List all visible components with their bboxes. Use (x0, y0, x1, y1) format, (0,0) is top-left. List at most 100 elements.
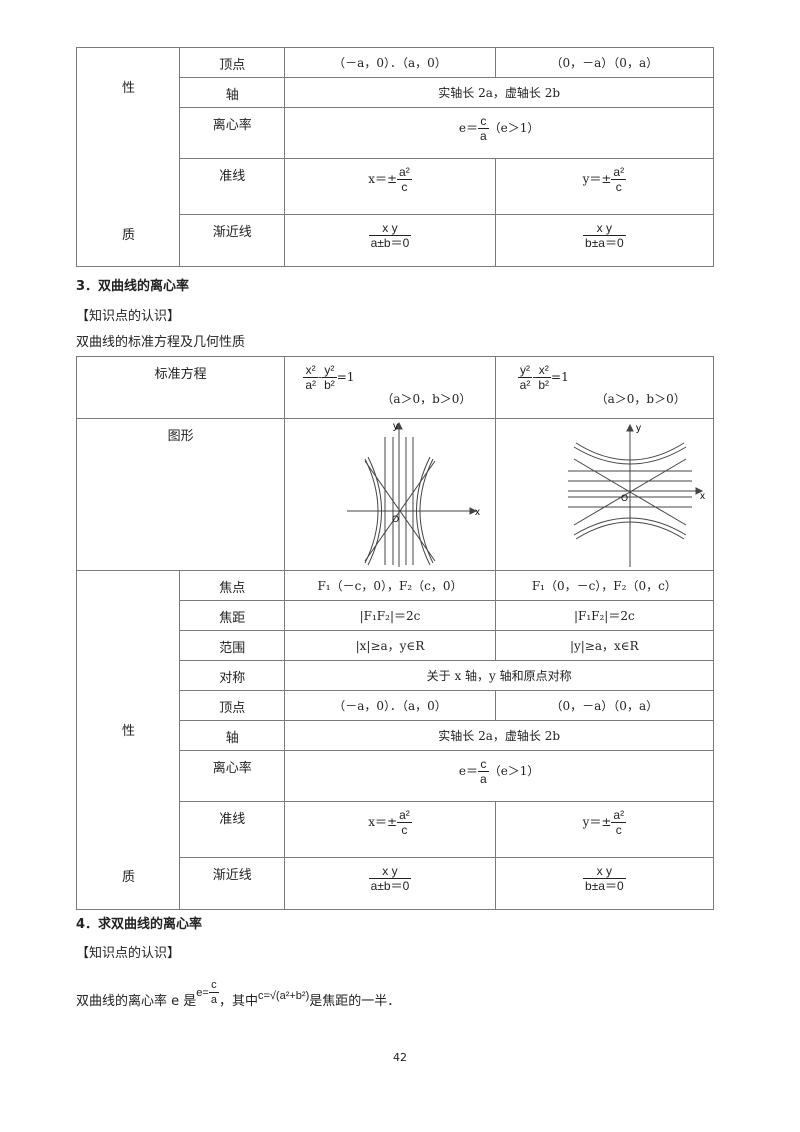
eccentricity-suffix: （e＞1） (488, 121, 540, 135)
row-label-eccentricity: 离心率 (179, 107, 286, 159)
properties-table-continued: 性 质 顶点 （－a，0）．（a，0） （0，－a）（0，a） 轴 实轴长 2a… (75, 47, 715, 267)
row-label-axis: 轴 (179, 720, 286, 751)
section-3-intro: 双曲线的标准方程及几何性质 (76, 335, 246, 350)
frac-den: c (615, 823, 622, 837)
definition-text-2: ，其中 (218, 994, 258, 1009)
origin-label: O (621, 493, 628, 503)
row-label-focal-distance: 焦距 (179, 600, 286, 631)
origin-label: O (392, 514, 399, 524)
horizontal-hyperbola-graph: x y O (347, 421, 480, 567)
symmetry-text: 关于 x 轴，y 轴和原点对称 (284, 660, 714, 691)
range-y: |y|≥a，x∈R (494, 630, 715, 661)
frac-den: b² (324, 378, 335, 392)
axis-length: 实轴长 2a，虚轴长 2b (284, 720, 714, 751)
eccentricity-suffix: （e＞1） (488, 764, 540, 778)
frac-den: a (210, 994, 217, 1006)
frac-num: x y (368, 864, 412, 879)
vertex-x-axis: （－a，0）．（a，0） (284, 690, 496, 721)
eccentricity-prefix: e＝ (458, 121, 478, 135)
directrix-prefix: y＝± (582, 172, 612, 186)
focus-x-axis: F₁（－c，0），F₂（c，0） (284, 570, 496, 601)
group-label-top: 性 (122, 724, 136, 739)
page-number: 42 (393, 1051, 407, 1064)
vertex-y-axis: （0，－a）（0，a） (494, 47, 715, 78)
row-label-vertex: 顶点 (179, 47, 286, 78)
condition-text: （a＞0，b＞0） (595, 392, 686, 406)
row-label-directrix: 准线 (179, 158, 286, 215)
frac-den: c (401, 180, 408, 194)
c-formula: c=√(a²+b²) (257, 989, 310, 1002)
directrix-prefix: x＝± (368, 172, 398, 186)
focal-distance-y: |F₁F₂|＝2c (494, 600, 715, 631)
row-label-symmetry: 对称 (179, 660, 286, 691)
row-label-figure: 图形 (75, 418, 286, 571)
frac-den: a (479, 129, 487, 143)
row-label-asymptote: 渐近线 (179, 857, 286, 910)
condition-text: （a＞0，b＞0） (381, 392, 472, 406)
frac-num: c (477, 114, 489, 129)
eq-end: =1 (551, 370, 569, 384)
group-label-top: 性 (122, 81, 136, 96)
section-4-title: 4．求双曲线的离心率 (76, 917, 203, 932)
group-label-bottom: 质 (122, 228, 136, 243)
frac-den: c (401, 823, 408, 837)
frac-den: b±a＝0 (585, 236, 624, 250)
row-label-standard-equation: 标准方程 (75, 356, 286, 419)
definition-text-3: 是焦距的一半． (309, 994, 401, 1009)
row-label-directrix: 准线 (179, 801, 286, 858)
section-3-subtitle: 【知识点的认识】 (76, 309, 181, 324)
frac-num: y² (517, 363, 533, 378)
eq-end: =1 (336, 370, 355, 384)
property-group-cell: 性 质 (75, 47, 181, 267)
eccentricity-prefix: e＝ (458, 764, 478, 778)
frac-den: b² (538, 378, 550, 392)
frac-den: a±b＝0 (370, 879, 410, 893)
section-3-title: 3．双曲线的离心率 (76, 279, 190, 294)
frac-den: a±b＝0 (370, 236, 410, 250)
directrix-prefix: y＝± (582, 815, 612, 829)
frac-den: b±a＝0 (585, 879, 624, 893)
axis-y-label: y (393, 421, 398, 432)
row-label-axis: 轴 (179, 77, 286, 108)
range-x: |x|≥a，y∈R (284, 630, 496, 661)
focus-y-axis: F₁（0，－c），F₂（0，c） (494, 570, 715, 601)
frac-den: a² (305, 378, 316, 392)
axis-y-label: y (636, 423, 641, 434)
frac-num: a² (611, 165, 627, 180)
section-4-subtitle: 【知识点的认识】 (76, 946, 181, 961)
frac-num: x y (368, 221, 412, 236)
figure-vertical-hyperbola: x y O (494, 418, 715, 571)
frac-num: a² (397, 165, 412, 180)
frac-num: x² (536, 363, 552, 378)
frac-num: a² (397, 808, 412, 823)
vertex-y-axis: （0，－a）（0，a） (494, 690, 715, 721)
frac-den: a (480, 772, 487, 786)
frac-den: a² (519, 378, 531, 392)
